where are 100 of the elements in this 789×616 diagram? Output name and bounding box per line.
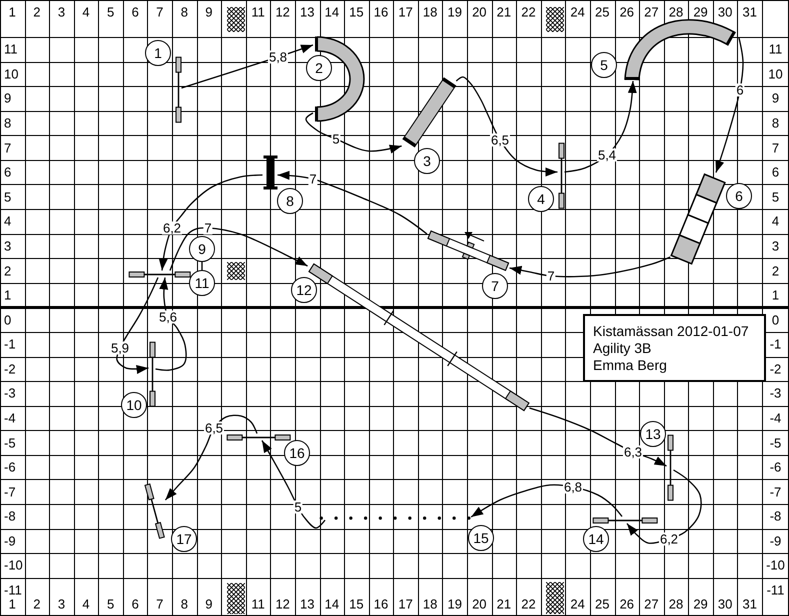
row-number: 4 (772, 214, 780, 228)
obstacle-number: 5 (591, 52, 617, 78)
row-number: 5 (4, 190, 12, 204)
column-number: 13 (300, 598, 314, 610)
course-arrow (261, 440, 326, 529)
row-number: 1 (4, 288, 12, 302)
column-number: 8 (180, 5, 188, 18)
agility-jump (226, 434, 292, 440)
distance-label: 7 (308, 172, 318, 186)
column-number: 11 (251, 5, 265, 18)
column-number: 9 (205, 5, 213, 18)
agility-jump (148, 340, 156, 408)
column-number: 20 (472, 598, 487, 610)
row-number: 11 (768, 42, 782, 56)
obstacle-number: 12 (291, 277, 317, 303)
course-arrow (164, 414, 258, 500)
column-number: 19 (448, 5, 462, 18)
column-number: 29 (693, 5, 708, 18)
agility-jump (128, 270, 192, 278)
long-jump (670, 172, 726, 265)
row-number: -5 (4, 436, 16, 450)
row-number: 5 (772, 190, 780, 204)
distance-label: 6,5 (490, 134, 510, 146)
course-arrow (715, 38, 744, 173)
obstacle-number: 6 (726, 183, 752, 209)
column-number: 9 (205, 598, 213, 610)
agility-jump (592, 516, 658, 524)
column-number: 2 (33, 5, 40, 18)
column-number: 26 (620, 5, 634, 18)
column-number: 24 (570, 598, 585, 610)
column-number: 3 (58, 598, 66, 610)
column-number: 18 (422, 5, 438, 18)
column-number: 17 (398, 598, 413, 610)
column-number: 25 (594, 598, 610, 610)
obstacle-number: 16 (284, 440, 310, 466)
course-arrow (509, 256, 671, 278)
column-number: 7 (156, 598, 164, 610)
column-number: 24 (570, 5, 585, 18)
row-number: -7 (770, 485, 782, 498)
course-arrow (529, 407, 667, 467)
row-number: 10 (4, 67, 18, 80)
row-number: -7 (4, 485, 16, 498)
row-number: -10 (4, 558, 23, 572)
course-arrow (155, 277, 187, 371)
column-number: 31 (742, 5, 757, 18)
course-arrow (564, 80, 637, 173)
column-number: 30 (718, 598, 732, 610)
distance-label: 5,9 (110, 342, 130, 354)
agility-jump (144, 483, 166, 540)
distance-label: 6,2 (162, 222, 182, 234)
info-panel (583, 314, 766, 382)
column-number: 6 (132, 598, 139, 610)
distance-label: 5 (293, 500, 303, 514)
weave-poles (318, 516, 472, 520)
column-number: 26 (620, 598, 634, 610)
obstacle-number: 13 (640, 421, 666, 447)
column-number: 18 (422, 598, 438, 610)
column-number: 22 (521, 598, 536, 610)
distance-label: 5,4 (596, 148, 618, 162)
row-number: 7 (4, 141, 12, 154)
row-number: -6 (770, 460, 782, 474)
column-number: 28 (668, 5, 684, 18)
seesaw (426, 230, 510, 272)
event-venue-date: Kistamässan 2012-01-07 (593, 323, 749, 340)
column-number: 12 (275, 598, 290, 610)
row-number: -8 (4, 510, 16, 523)
row-number: -1 (4, 338, 16, 351)
course-arrow (470, 484, 623, 518)
column-number: 27 (644, 5, 659, 18)
class-name: Agility 3B (593, 340, 652, 357)
wall-jump (262, 154, 278, 190)
agility-jump (174, 56, 182, 124)
obstacle-number: 8 (277, 188, 303, 214)
obstacle-number: 10 (121, 392, 147, 418)
obstacle-number: 1 (145, 40, 171, 66)
row-number: 8 (4, 116, 12, 130)
column-number: 6 (132, 5, 139, 18)
column-number: 4 (82, 598, 90, 610)
distance-label: 5,8 (268, 50, 288, 64)
row-number: -5 (770, 436, 782, 450)
column-number: 28 (668, 598, 684, 610)
obstacle-number: 14 (583, 526, 609, 552)
row-number: 2 (772, 264, 780, 278)
column-number: 1 (8, 598, 16, 610)
column-number: 27 (644, 598, 659, 610)
distance-label: 6,8 (562, 480, 584, 494)
column-number: 25 (594, 5, 610, 18)
obstacle-number: 3 (414, 148, 440, 174)
row-number: 3 (4, 239, 12, 252)
row-number: 0 (772, 313, 780, 326)
row-number: -8 (770, 510, 782, 523)
column-number: 22 (521, 5, 536, 18)
column-number: 16 (374, 598, 388, 610)
row-number: 7 (772, 141, 780, 154)
course-arrow (456, 76, 558, 176)
column-number: 8 (180, 598, 188, 610)
row-number: -4 (770, 412, 782, 424)
agility-jump (666, 434, 674, 502)
column-number: 5 (107, 598, 114, 610)
column-number: 31 (742, 598, 757, 610)
